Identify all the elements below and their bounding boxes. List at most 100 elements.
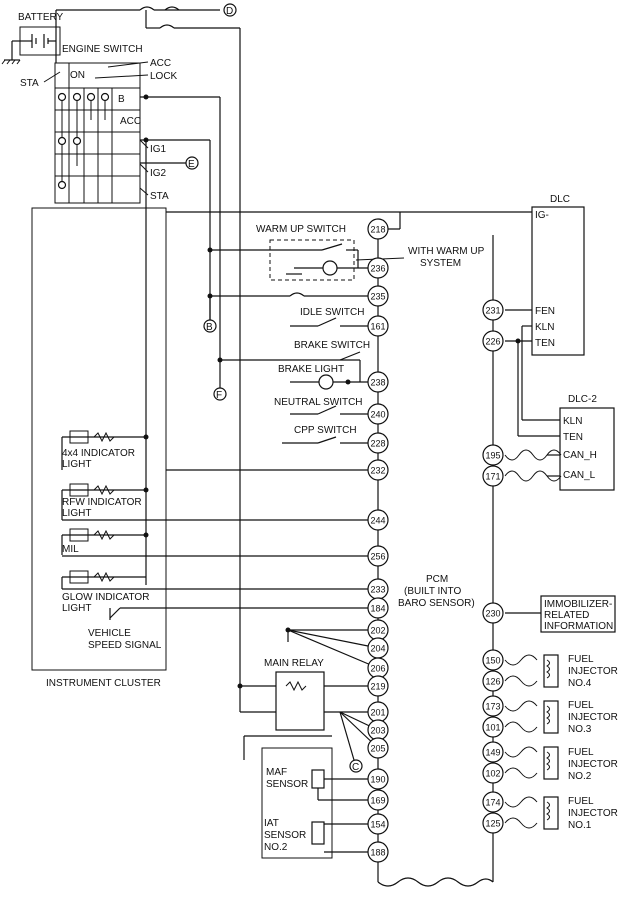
svg-text:LIGHT: LIGHT (62, 459, 91, 470)
svg-text:CAN_L: CAN_L (563, 470, 596, 481)
fuel-injector-2: FUEL INJECTOR NO.2 (504, 746, 618, 782)
pcm-pin-154: 154 (367, 813, 389, 835)
svg-text:KLN: KLN (535, 322, 554, 333)
pcm-pin-190: 190 (367, 768, 389, 790)
svg-text:KLN: KLN (563, 416, 582, 427)
svg-text:SENSOR: SENSOR (264, 830, 306, 841)
svg-text:RFW INDICATOR: RFW INDICATOR (62, 497, 142, 508)
pcm-pin-label: 202 (370, 626, 385, 636)
indicator-mil: MIL (61, 528, 149, 555)
indicator-glow: GLOW INDICATOR LIGHT (61, 570, 149, 614)
pcm-pin-204: 204 (367, 637, 389, 659)
pcm-pin-101: 101 (482, 716, 504, 738)
connector-b: B (203, 296, 217, 333)
sta-row-label: STA (150, 191, 169, 202)
pcm-pin-240: 240 (367, 403, 389, 425)
battery-label: BATTERY (18, 12, 64, 23)
pcm-pin-171: 171 (482, 465, 504, 487)
pcm-pin-label: 231 (485, 306, 500, 316)
pcm-pin-174: 174 (482, 791, 504, 813)
pcm-pin-label: 204 (370, 644, 385, 654)
pcm-pin-label: 206 (370, 664, 385, 674)
pcm-pin-label: 195 (485, 451, 500, 461)
pcm-pin-label: 201 (370, 708, 385, 718)
pcm-pin-244: 244 (367, 509, 389, 531)
ig2-label: IG2 (150, 168, 167, 179)
svg-text:NO.3: NO.3 (568, 724, 592, 735)
pcm-pin-203: 203 (367, 719, 389, 741)
pcm-pin-231: 231 (482, 299, 504, 321)
pcm-pin-232: 232 (367, 459, 389, 481)
pcm-pin-label: 236 (370, 264, 385, 274)
svg-text:IAT: IAT (264, 818, 279, 829)
pcm-body: PCM (BUILT INTO BARO SENSOR) (377, 228, 494, 887)
svg-text:GLOW INDICATOR: GLOW INDICATOR (62, 592, 149, 603)
pcm-pin-238: 238 (367, 371, 389, 393)
dlc2-label: DLC-2 (568, 394, 597, 405)
svg-text:BRAKE LIGHT: BRAKE LIGHT (278, 364, 344, 375)
pcm-pin-label: 188 (370, 848, 385, 858)
pcm-pin-102: 102 (482, 762, 504, 784)
b-terminal-wire (140, 94, 360, 361)
fuel-injector-3: FUEL INJECTOR NO.3 (504, 700, 618, 735)
svg-text:TEN: TEN (563, 432, 583, 443)
svg-text:LIGHT: LIGHT (62, 603, 91, 614)
pcm-pin-126: 126 (482, 670, 504, 692)
connector-c: C (349, 759, 363, 773)
pcm-pin-label: 154 (370, 820, 385, 830)
neutral-switch: NEUTRAL SWITCH (274, 397, 378, 415)
pcm-pin-label: 228 (370, 439, 385, 449)
svg-text:TEN: TEN (535, 338, 555, 349)
connector-e: E (140, 156, 199, 170)
svg-text:LIGHT: LIGHT (62, 508, 91, 519)
pcm-pin-label: 233 (370, 585, 385, 595)
pcm-pin-218: 218 (367, 218, 389, 240)
svg-text:PCM: PCM (426, 574, 448, 585)
svg-text:FUEL: FUEL (568, 654, 594, 665)
svg-text:INJECTOR: INJECTOR (568, 712, 618, 723)
pcm-pin-149: 149 (482, 741, 504, 763)
svg-text:SYSTEM: SYSTEM (420, 258, 461, 269)
svg-text:NO.4: NO.4 (568, 678, 592, 689)
svg-text:INFORMATION: INFORMATION (544, 621, 613, 632)
brake-switch: BRAKE SWITCH BRAKE LIGHT (217, 340, 378, 390)
pcm-pin-169: 169 (367, 789, 389, 811)
pcm-pin-label: 174 (485, 798, 500, 808)
warm-up-switch: WARM UP SWITCH WITH WARM UP SYSTEM (207, 224, 485, 281)
on-label: ON (70, 70, 85, 81)
pcm-pin-label: 256 (370, 552, 385, 562)
pcm-pin-label: 219 (370, 682, 385, 692)
pcm-pin-label: 190 (370, 775, 385, 785)
pcm-pin-173: 173 (482, 695, 504, 717)
indicator-4x4: 4x4 INDICATOR LIGHT (61, 430, 149, 470)
svg-text:WITH WARM UP: WITH WARM UP (408, 246, 485, 257)
pcm-pin-228: 228 (367, 432, 389, 454)
svg-text:INJECTOR: INJECTOR (568, 808, 618, 819)
connector-d: D (223, 3, 237, 17)
acc-label: ACC (150, 58, 171, 69)
pcm-pin-label: 126 (485, 677, 500, 687)
pcm-pin-188: 188 (367, 841, 389, 863)
svg-text:BRAKE SWITCH: BRAKE SWITCH (294, 340, 370, 351)
svg-text:4x4 INDICATOR: 4x4 INDICATOR (62, 448, 135, 459)
b-label: B (118, 94, 125, 105)
main-relay: MAIN RELAY (237, 658, 378, 731)
svg-text:FUEL: FUEL (568, 700, 594, 711)
pcm-pin-label: 102 (485, 769, 500, 779)
pcm-pin-125: 125 (482, 812, 504, 834)
svg-text:C: C (352, 762, 359, 773)
instrument-cluster-label: INSTRUMENT CLUSTER (46, 678, 161, 689)
svg-text:NEUTRAL SWITCH: NEUTRAL SWITCH (274, 397, 363, 408)
main-fuse-line (56, 6, 241, 712)
pcm-pin-label: 173 (485, 702, 500, 712)
svg-text:CPP SWITCH: CPP SWITCH (294, 425, 357, 436)
svg-text:IMMOBILIZER-: IMMOBILIZER- (544, 599, 612, 610)
pcm-pin-202: 202 (367, 619, 389, 641)
svg-text:F: F (216, 390, 222, 401)
pcm-pin-219: 219 (367, 675, 389, 697)
ig1-label: IG1 (150, 144, 167, 155)
connector-f: F (213, 360, 227, 401)
pcm-pin-205: 205 (367, 737, 389, 759)
